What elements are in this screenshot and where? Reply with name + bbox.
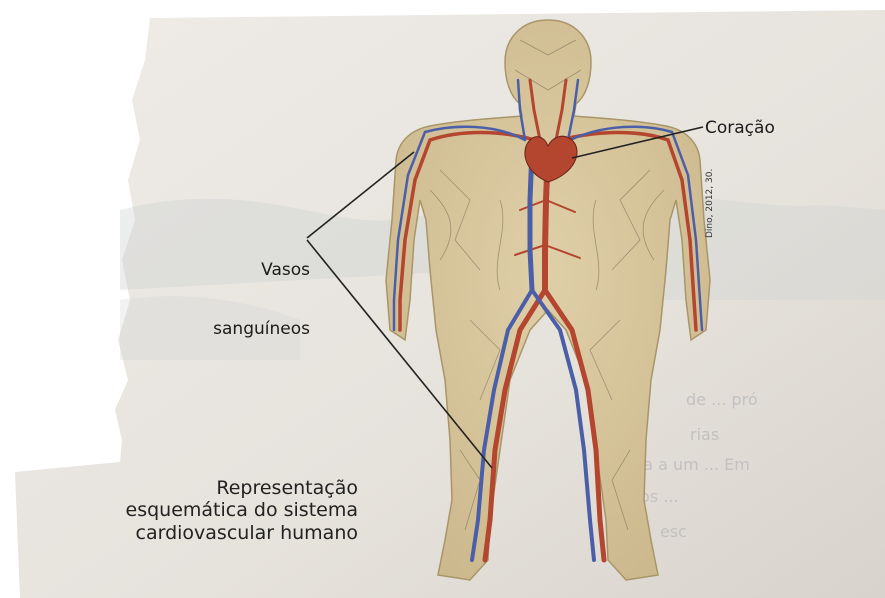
blood-vessels-label-line2: sanguíneos bbox=[170, 320, 310, 340]
heart-label: Coração bbox=[705, 119, 775, 139]
image-credit: Dino, 2012, 30. bbox=[705, 169, 715, 238]
blood-vessels-label-line1: Vasos bbox=[170, 261, 310, 281]
caption-line3: cardiovascular humano bbox=[8, 522, 358, 544]
caption-line2: esquemática do sistema bbox=[8, 499, 358, 521]
figure-caption: Representação esquemática do sistema car… bbox=[8, 477, 358, 544]
body-silhouette bbox=[386, 20, 710, 580]
caption-line1: Representação bbox=[8, 477, 358, 499]
blood-vessels-label: Vasos sanguíneos bbox=[170, 222, 310, 378]
